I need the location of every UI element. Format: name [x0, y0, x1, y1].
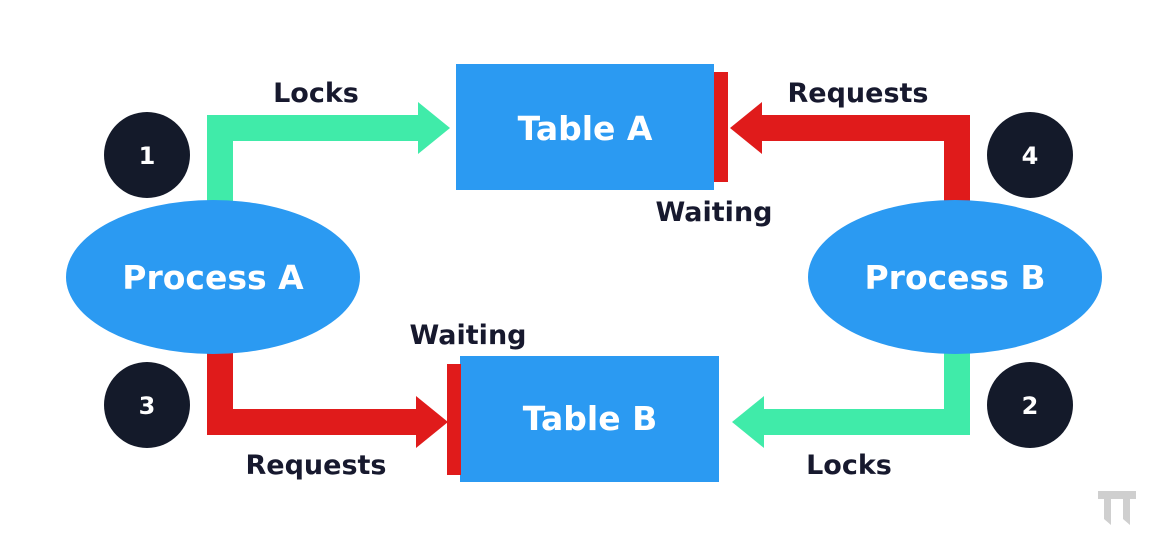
tt-logo-icon [1098, 491, 1136, 525]
arrow-process-b-requests-table-a [730, 102, 970, 205]
step-badge-1: 1 [104, 112, 190, 198]
step-badge-3: 3 [104, 362, 190, 448]
step-badge-2: 2 [987, 362, 1073, 448]
step-badge-4: 4 [987, 112, 1073, 198]
table-b-label: Table B [523, 399, 657, 438]
process-a-node: Process A [66, 200, 360, 354]
label-step-1-locks: Locks [273, 78, 359, 109]
label-step-2-locks: Locks [806, 450, 892, 481]
step-badge-1-number: 1 [139, 142, 156, 170]
process-a-label: Process A [122, 258, 304, 297]
arrow-process-a-locks-table-a [207, 102, 450, 205]
arrow-process-a-requests-table-b [207, 350, 448, 448]
label-step-4-requests: Requests [787, 78, 928, 109]
table-b-node: Table B [460, 356, 719, 482]
step-badge-4-number: 4 [1022, 142, 1039, 170]
step-badge-2-number: 2 [1022, 392, 1039, 420]
label-step-3-requests: Requests [245, 450, 386, 481]
label-step-3-waiting: Waiting [409, 320, 526, 351]
table-b-wait-bar [447, 364, 461, 475]
process-b-node: Process B [808, 200, 1102, 354]
table-a-label: Table A [518, 109, 653, 148]
table-a-node: Table A [456, 64, 714, 190]
arrow-process-b-locks-table-b [732, 350, 970, 448]
table-a-wait-bar [714, 72, 728, 182]
step-badge-3-number: 3 [139, 392, 156, 420]
process-b-label: Process B [864, 258, 1045, 297]
label-step-4-waiting: Waiting [655, 197, 772, 228]
